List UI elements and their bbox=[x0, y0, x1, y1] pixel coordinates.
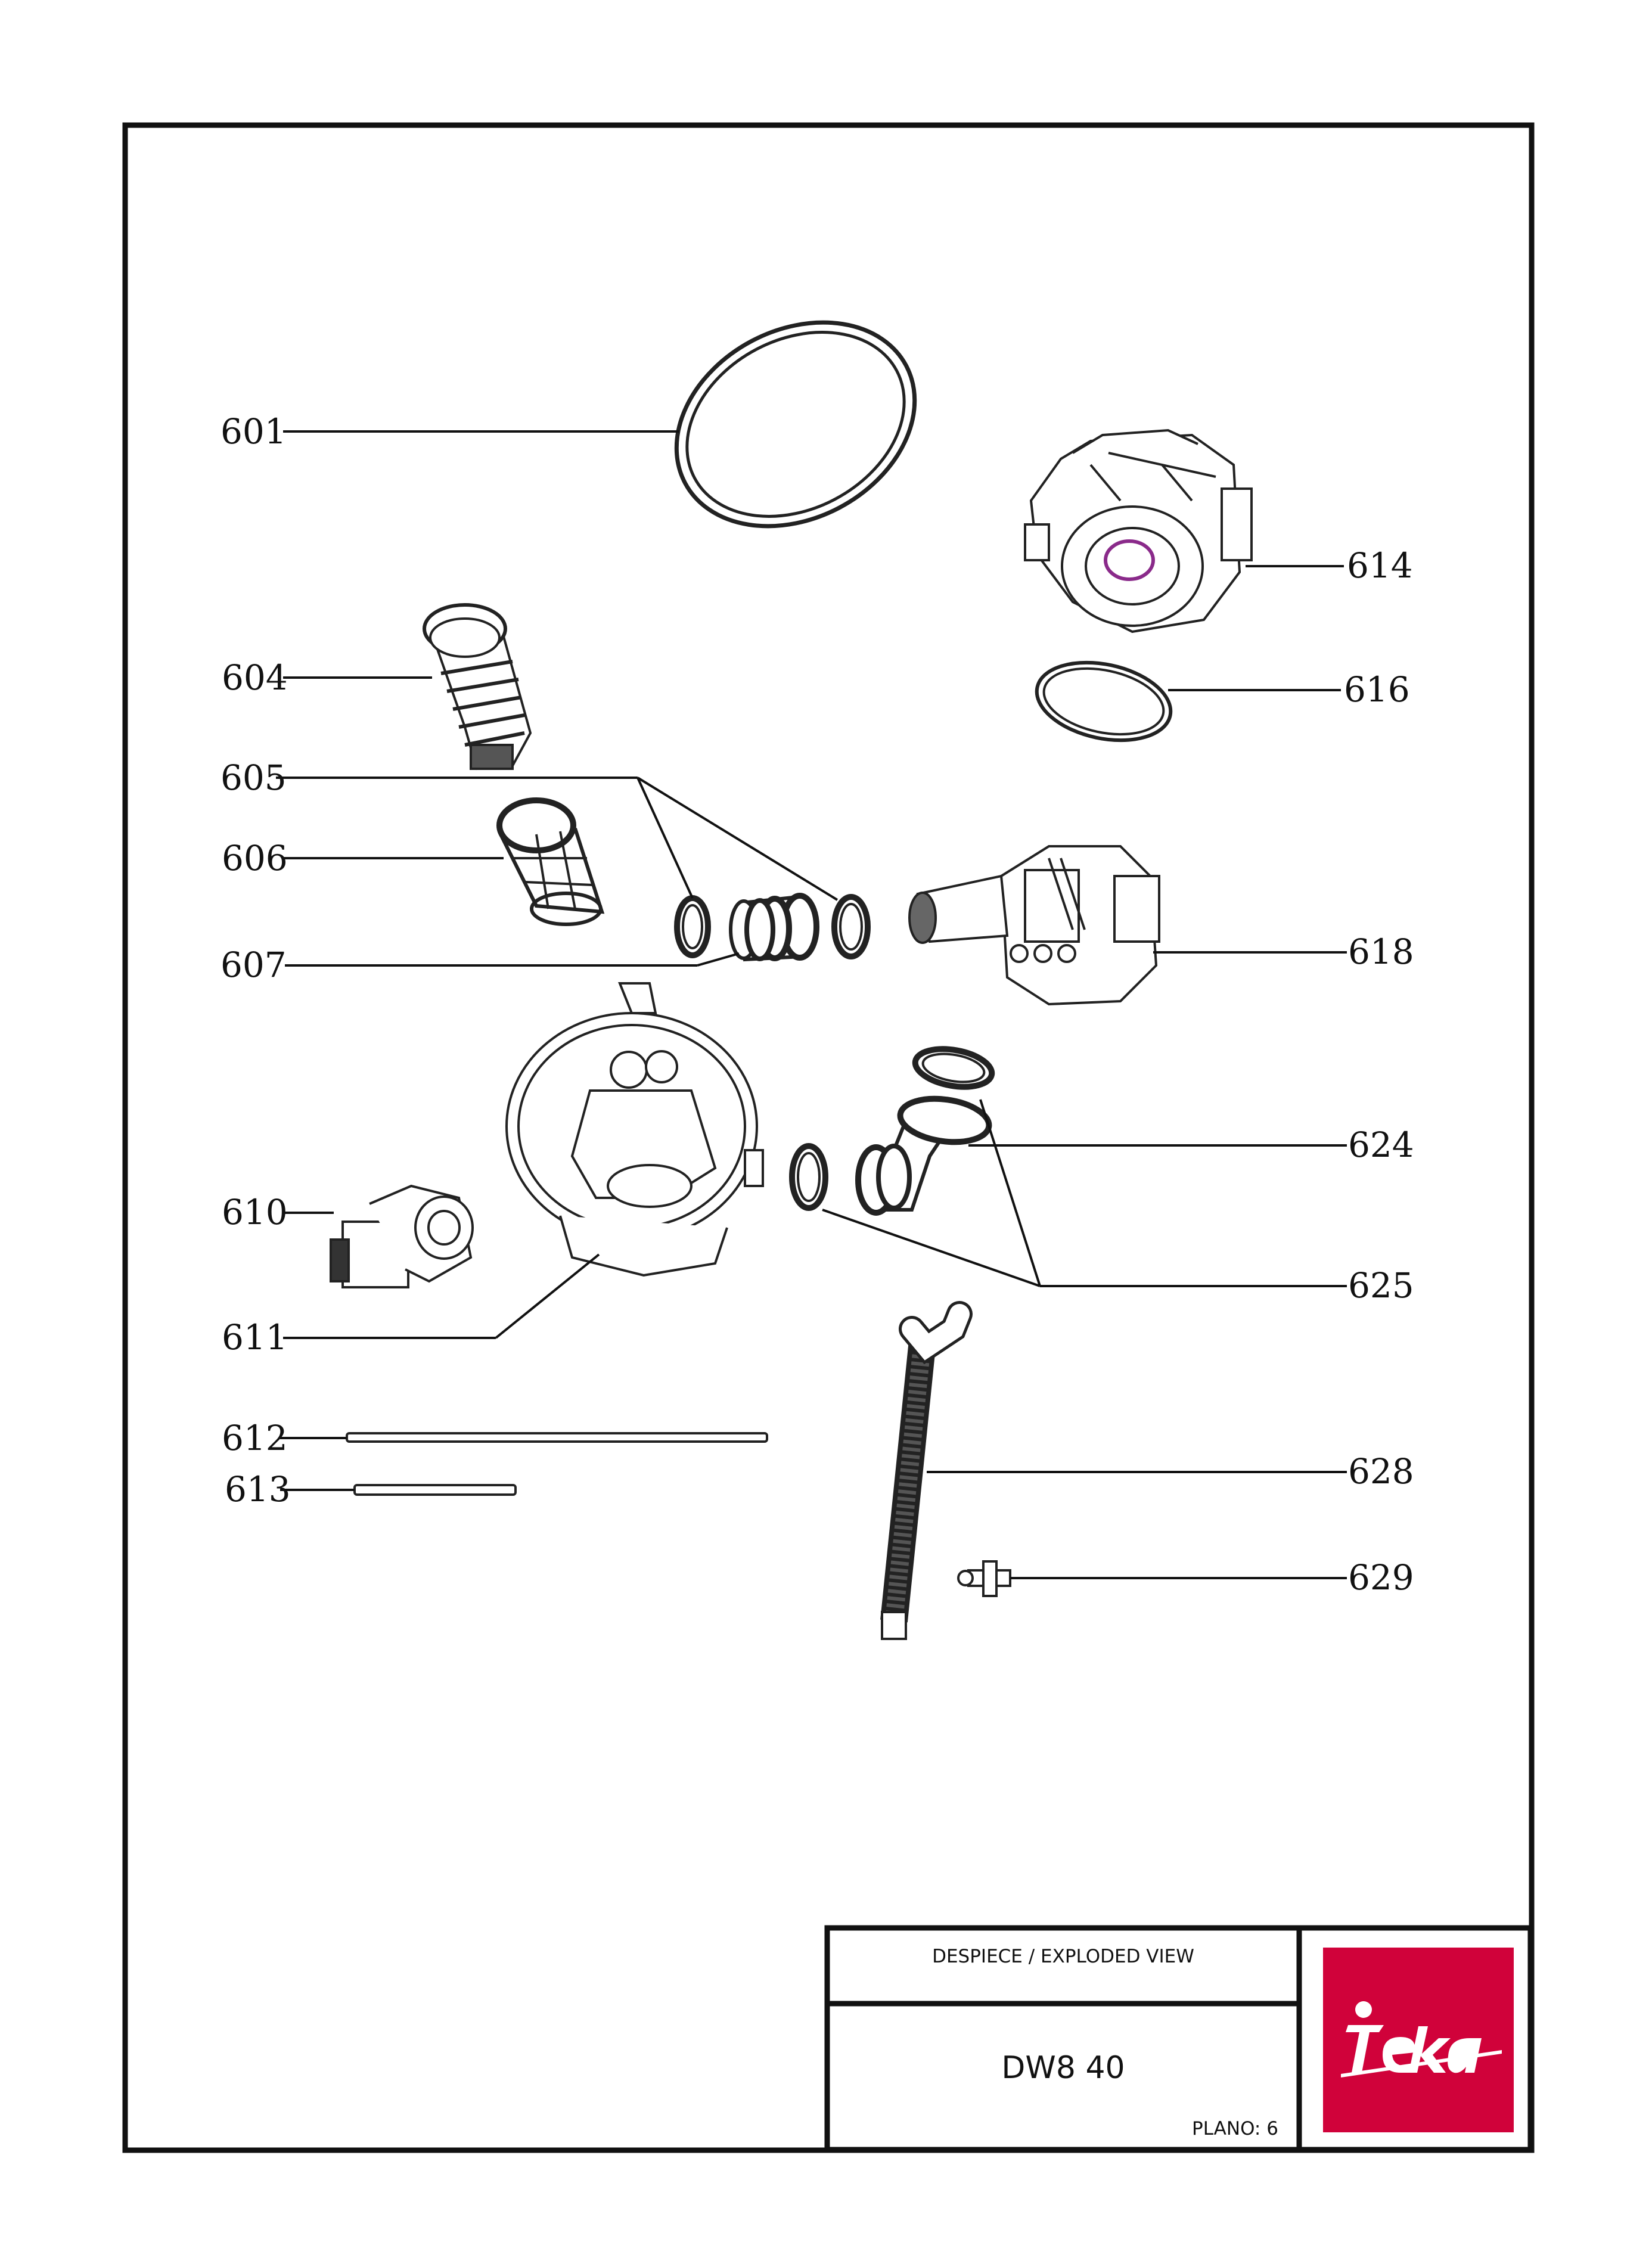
part-label-628: 628 bbox=[1348, 1451, 1414, 1492]
part-label-611: 611 bbox=[222, 1317, 288, 1358]
part-614-circulation-pump bbox=[1024, 428, 1253, 633]
part-label-612: 612 bbox=[222, 1418, 288, 1458]
part-label-625: 625 bbox=[1348, 1265, 1414, 1306]
part-616-seal-ring bbox=[1035, 660, 1173, 743]
part-label-624: 624 bbox=[1348, 1125, 1414, 1165]
part-label-606: 606 bbox=[222, 838, 288, 878]
view-title: DESPIECE / EXPLODED VIEW bbox=[932, 1946, 1194, 1967]
part-label-605: 605 bbox=[221, 757, 287, 798]
leader-lines bbox=[276, 430, 1347, 1579]
part-629-valve-connector bbox=[957, 1560, 1011, 1597]
part-628-drain-hose bbox=[880, 1301, 973, 1640]
teka-logo bbox=[1341, 2001, 1502, 2077]
part-605-clamp-right bbox=[831, 894, 871, 959]
part-606-fine-filter bbox=[496, 797, 605, 926]
part-label-604: 604 bbox=[222, 657, 288, 698]
part-613-rod-short bbox=[353, 1484, 517, 1496]
part-618-heater-pump bbox=[908, 845, 1160, 1006]
sheet-number: PLANO: 6 bbox=[1192, 2118, 1278, 2139]
part-625-clamp-left bbox=[789, 1143, 828, 1211]
part-611-sump bbox=[505, 982, 764, 1277]
part-625-clamp-top bbox=[912, 1046, 995, 1090]
part-624-elbow-hose bbox=[855, 1095, 992, 1216]
part-612-rod-long bbox=[346, 1432, 768, 1443]
part-604-coarse-filter bbox=[423, 603, 532, 771]
part-label-613: 613 bbox=[225, 1469, 291, 1510]
part-label-616: 616 bbox=[1344, 669, 1410, 710]
part-605-clamp-left bbox=[674, 895, 711, 958]
part-label-614: 614 bbox=[1347, 545, 1413, 586]
part-label-601: 601 bbox=[221, 411, 287, 452]
part-label-629: 629 bbox=[1348, 1557, 1414, 1598]
title-block bbox=[824, 1925, 1533, 2153]
model-name: DW8 40 bbox=[1001, 2050, 1125, 2086]
drawing-frame bbox=[122, 122, 1535, 2153]
part-607-connector-hose bbox=[729, 893, 819, 962]
part-610-drain-pump bbox=[330, 1184, 474, 1288]
part-label-618: 618 bbox=[1348, 931, 1414, 972]
part-label-607: 607 bbox=[221, 945, 287, 985]
part-label-610: 610 bbox=[222, 1192, 288, 1232]
part-601-gasket-ring bbox=[674, 320, 917, 529]
